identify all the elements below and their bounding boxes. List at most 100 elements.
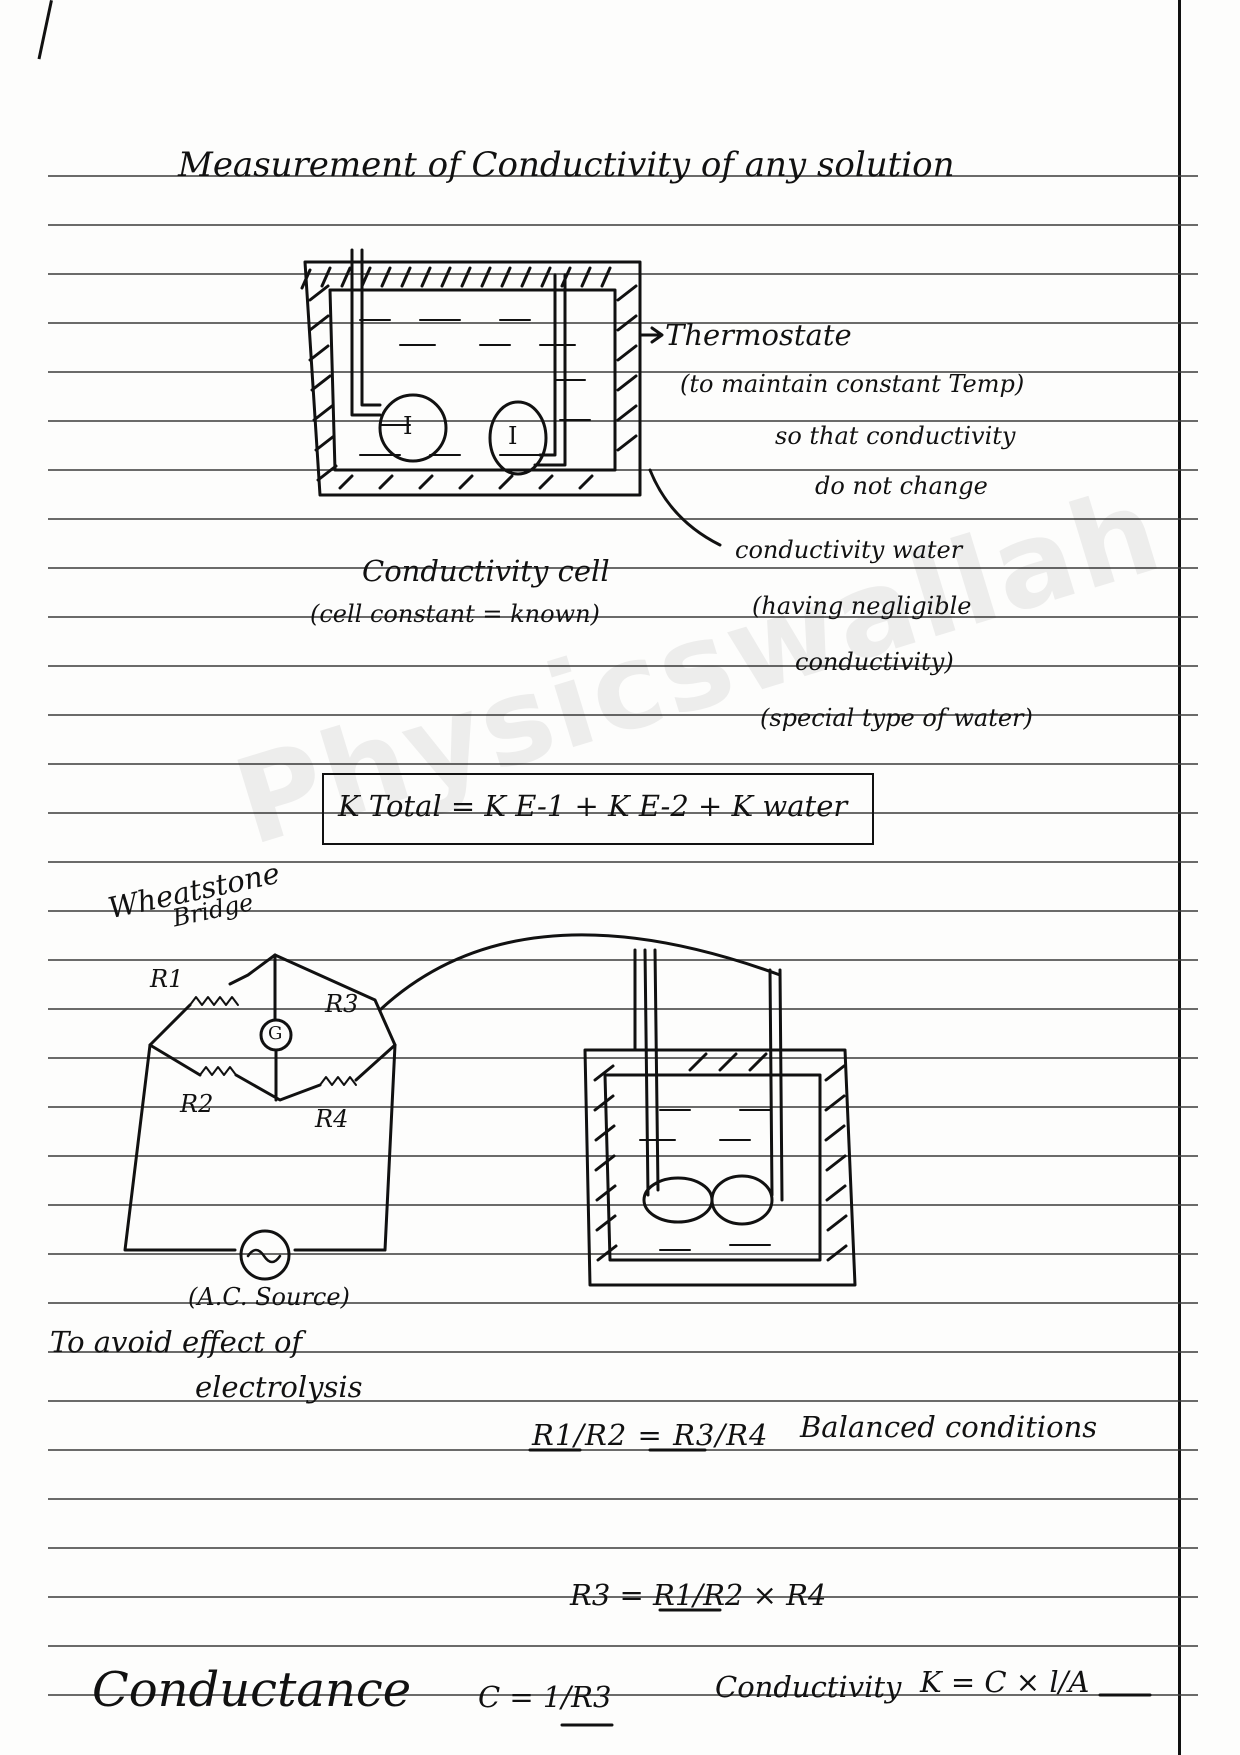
ruled-line bbox=[48, 224, 1198, 226]
label-r3: R3 bbox=[325, 990, 359, 1018]
ruled-line bbox=[48, 1694, 1198, 1696]
connecting-lead bbox=[378, 933, 782, 1012]
ac-source-wave bbox=[246, 1248, 282, 1264]
electrode-left-mark: I bbox=[403, 412, 413, 440]
ruled-line bbox=[48, 1008, 1198, 1010]
cell-caption: Conductivity cell bbox=[362, 554, 610, 588]
bridge-wire-left-upper bbox=[148, 1003, 192, 1047]
fraction-bars bbox=[528, 1448, 1152, 1727]
ruled-line bbox=[48, 1498, 1198, 1500]
conductivity-label: Conductivity bbox=[715, 1670, 902, 1704]
conductance-label: Conductance bbox=[92, 1662, 412, 1718]
ruled-line bbox=[48, 665, 1198, 667]
label-r4: R4 bbox=[315, 1105, 349, 1133]
resistor-r2 bbox=[199, 1066, 237, 1076]
ruled-line bbox=[48, 273, 1198, 275]
ruled-line bbox=[48, 959, 1198, 961]
cell-inner-wall-2 bbox=[603, 1073, 822, 1262]
electrode-right-wire bbox=[533, 273, 567, 467]
source-note-2: electrolysis bbox=[195, 1370, 363, 1404]
hatch-right-2 bbox=[824, 1064, 848, 1262]
water-note-1: (having negligible bbox=[752, 592, 972, 620]
hatch-bottom bbox=[338, 474, 594, 490]
source-wire-left bbox=[123, 1043, 237, 1252]
ruled-line bbox=[48, 1302, 1198, 1304]
ac-source-label: (A.C. Source) bbox=[188, 1283, 350, 1311]
ruled-line bbox=[48, 714, 1198, 716]
electrode-right-wire-2 bbox=[768, 968, 784, 1202]
thermostat-note-1: (to maintain constant Temp) bbox=[680, 370, 1025, 398]
ruled-line bbox=[48, 763, 1198, 765]
ruled-line bbox=[48, 371, 1198, 373]
ruled-line bbox=[48, 1449, 1198, 1451]
electrode-left-plate-2 bbox=[642, 1176, 714, 1224]
label-r2: R2 bbox=[180, 1090, 214, 1118]
conductivity-cell-bottom bbox=[583, 948, 857, 1287]
ruled-line bbox=[48, 1351, 1198, 1353]
thermostat-outer-wall bbox=[303, 260, 642, 497]
resistor-r1 bbox=[189, 996, 239, 1006]
ruled-line bbox=[48, 1596, 1198, 1598]
balance-label: Balanced conditions bbox=[800, 1410, 1098, 1444]
water-note-3: (special type of water) bbox=[760, 704, 1033, 732]
ruled-line bbox=[48, 1155, 1198, 1157]
bridge-wire-r2-b bbox=[234, 1073, 322, 1102]
label-r1: R1 bbox=[150, 965, 184, 993]
hatch-top bbox=[300, 266, 612, 290]
electrode-left-plate bbox=[378, 393, 448, 463]
total-conductivity-equation: K Total = K E-1 + K E-2 + K water bbox=[338, 789, 848, 823]
ruled-line bbox=[48, 616, 1198, 618]
hatch-left-2 bbox=[593, 1064, 618, 1262]
cell-inner-wall bbox=[328, 288, 617, 472]
source-wire-right bbox=[293, 1043, 397, 1252]
thermostat-note-2: so that conductivity bbox=[775, 422, 1016, 450]
ruled-line bbox=[48, 861, 1198, 863]
ruled-line bbox=[48, 1253, 1198, 1255]
electrode-left-wire-2 bbox=[643, 948, 660, 1197]
ruled-line bbox=[48, 420, 1198, 422]
hatch-left bbox=[308, 284, 338, 482]
electrode-right-plate bbox=[488, 400, 548, 476]
thermostat-label: Thermostate bbox=[665, 318, 852, 352]
ac-source-circle bbox=[239, 1229, 291, 1281]
page-title: Measurement of Conductivity of any solut… bbox=[178, 145, 955, 185]
conductivity-formula: K = C × l/A bbox=[920, 1665, 1090, 1699]
total-conductivity-box: K Total = K E-1 + K E-2 + K water bbox=[322, 773, 874, 845]
conductance-formula: C = 1/R3 bbox=[478, 1680, 612, 1714]
water-label: conductivity water bbox=[735, 536, 963, 564]
resistor-r4 bbox=[319, 1076, 357, 1086]
cell-caption-sub: (cell constant = known) bbox=[310, 600, 600, 628]
bridge-wire-r4 bbox=[354, 1043, 397, 1082]
solution-dashes bbox=[359, 319, 591, 456]
right-margin-line bbox=[1178, 0, 1181, 1755]
ruled-line bbox=[48, 1057, 1198, 1059]
balance-equation: R1/R2 = R3/R4 bbox=[532, 1418, 769, 1452]
electrode-left-wire bbox=[350, 248, 382, 417]
ruled-line bbox=[48, 322, 1198, 324]
ruled-line bbox=[48, 1400, 1198, 1402]
thermostat-arrowhead bbox=[650, 326, 664, 344]
bridge-wire-r2-a bbox=[148, 1043, 202, 1077]
ruled-line bbox=[48, 812, 1198, 814]
wheatstone-bridge-diagram bbox=[123, 933, 782, 1281]
water-note-2: conductivity) bbox=[795, 648, 954, 676]
bridge-wire-r3 bbox=[273, 953, 397, 1047]
ruled-line bbox=[48, 469, 1198, 471]
galvanometer-label: G bbox=[268, 1023, 283, 1044]
thermostat-outer-wall-2 bbox=[583, 1048, 857, 1287]
ruled-line bbox=[48, 910, 1198, 912]
hatch-top-2 bbox=[688, 1052, 768, 1072]
thermostat-note-3: do not change bbox=[815, 472, 988, 500]
ruled-line bbox=[48, 1204, 1198, 1206]
ruled-line bbox=[48, 1106, 1198, 1108]
electrode-right-plate-2 bbox=[710, 1174, 774, 1226]
conductivity-cell-top bbox=[300, 248, 722, 547]
ruled-line bbox=[48, 1645, 1198, 1647]
ruled-line bbox=[48, 175, 1198, 177]
ruled-line bbox=[48, 567, 1198, 569]
ruled-line bbox=[48, 1547, 1198, 1549]
water-pointer-line bbox=[648, 468, 722, 547]
electrode-right-mark: I bbox=[508, 422, 518, 450]
